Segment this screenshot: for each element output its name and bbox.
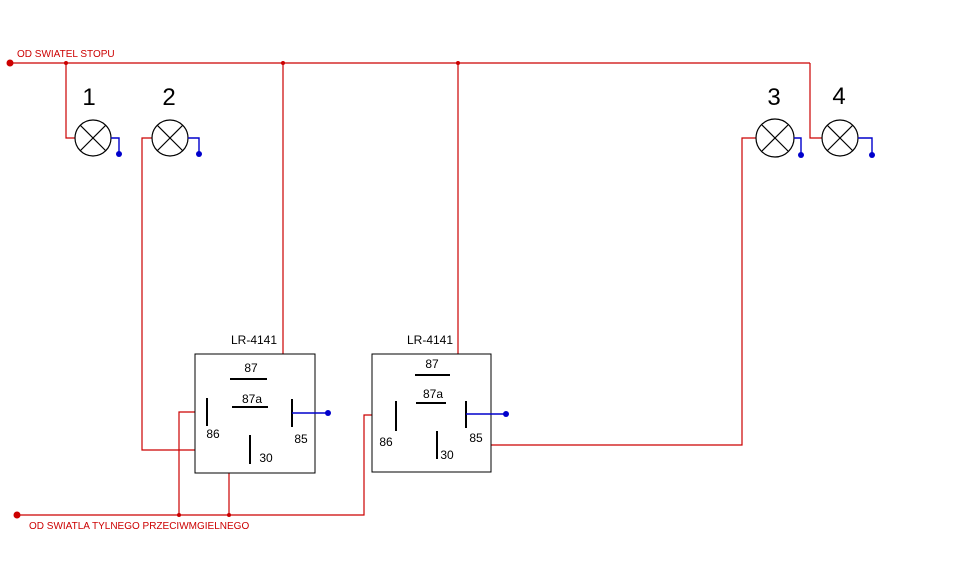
lamp-1-cross (79, 124, 107, 152)
relay-1-pin-85: 85 (294, 432, 308, 446)
junction-dots (6, 59, 460, 519)
top-source-label: OD SWIATEL STOPU (17, 49, 115, 60)
relay-2-ground-terminal (503, 411, 509, 417)
lamp-3-cross (761, 124, 789, 152)
junction-dot (227, 513, 231, 517)
lamp-4-ground-wire (858, 137, 873, 155)
lamp-4-number: 4 (832, 83, 845, 110)
lamp-4: 4 (821, 83, 875, 158)
relay-2: LR-4141 87 87a 86 85 30 (371, 333, 509, 473)
lamp-1-number: 1 (82, 84, 95, 111)
relay-1-pin-87: 87 (244, 361, 258, 375)
lamp-2-ground-wire (188, 137, 200, 154)
lamp-1-feed-wire (65, 63, 75, 139)
relay-1-ground-terminal (325, 410, 331, 416)
lamp-2: 2 (151, 84, 202, 157)
lamp-2-ground-terminal (196, 151, 202, 157)
lamp-4-feed-wire (809, 63, 822, 139)
relay-2-pin-30: 30 (440, 448, 454, 462)
relay-1-pin-30: 30 (259, 451, 273, 465)
junction-dot (456, 61, 460, 65)
relay-2-pin-87: 87 (425, 357, 439, 371)
relay-2-title: LR-4141 (407, 333, 453, 347)
lamp-2-number: 2 (162, 84, 175, 111)
bottom-source-label: OD SWIATLA TYLNEGO PRZECIWMGIELNEGO (29, 521, 249, 532)
junction-dot (281, 61, 285, 65)
lamp-1: 1 (74, 84, 122, 157)
lamp-3-ground-terminal (798, 152, 804, 158)
junction-dot (177, 513, 181, 517)
relay-1: LR-4141 87 87a 86 85 30 (194, 333, 331, 474)
lamp-1-ground-wire (111, 137, 120, 154)
lamp-4-cross (826, 124, 854, 152)
relay-1-title: LR-4141 (231, 333, 277, 347)
junction-dot (64, 61, 68, 65)
lamp-2-cross (156, 124, 184, 152)
lamp-3-number: 3 (767, 84, 780, 111)
lamp-3: 3 (755, 84, 804, 158)
relay-2-pin-85: 85 (469, 431, 483, 445)
relay-2-body (371, 353, 492, 473)
relay-1-pin-87a: 87a (242, 392, 262, 406)
lamp-3-to-relay-2-30-wire (437, 137, 756, 446)
lamp-4-ground-terminal (869, 152, 875, 158)
top-source-terminal (6, 59, 14, 67)
relay-2-pin-86: 86 (379, 435, 393, 449)
relay-2-pin-87a: 87a (423, 387, 443, 401)
relay-1-pin-86: 86 (206, 427, 220, 441)
relay-2-87a-wire (446, 63, 459, 404)
lamp-1-ground-terminal (116, 151, 122, 157)
bottom-source-terminal (13, 511, 21, 519)
lamp-3-ground-wire (794, 137, 802, 155)
